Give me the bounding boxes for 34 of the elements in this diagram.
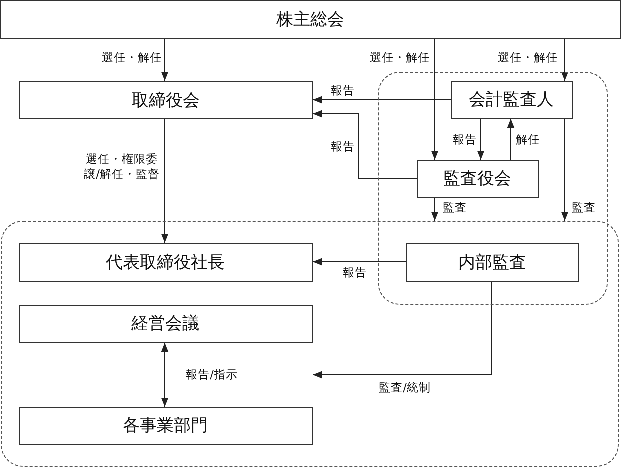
edge-label: 選任・解任 xyxy=(369,50,431,66)
edge-label: 監査 xyxy=(442,200,468,216)
org-box: 経営会議 xyxy=(18,304,313,343)
org-box: 監査役会 xyxy=(416,160,539,198)
arrow xyxy=(312,96,452,104)
org-box: 内部監査 xyxy=(406,243,579,282)
edge-label: 選任・解任 xyxy=(101,50,163,66)
arrow xyxy=(477,118,485,160)
edge-label: 解任 xyxy=(515,132,541,148)
arrow xyxy=(312,282,492,379)
org-box: 株主総会 xyxy=(0,0,621,39)
edge-label: 報告 xyxy=(330,140,356,154)
org-box: 会計監査人 xyxy=(450,80,573,119)
arrow xyxy=(161,118,169,244)
arrow xyxy=(561,118,569,222)
edge-label: 報告 xyxy=(452,132,478,148)
arrow xyxy=(431,38,439,160)
org-box: 代表取締役社長 xyxy=(18,242,313,282)
arrow xyxy=(161,342,169,408)
arrow xyxy=(507,118,515,160)
org-box: 各事業部門 xyxy=(18,406,313,445)
org-box: 取締役会 xyxy=(19,81,313,119)
arrow xyxy=(312,258,406,266)
edge-label: 選任・解任 xyxy=(497,50,559,66)
edge-label: 監査/統制 xyxy=(378,380,432,396)
edge-label: 報告 xyxy=(342,266,368,280)
arrow xyxy=(431,198,439,222)
edge-label: 監査 xyxy=(571,200,597,216)
dashed-region xyxy=(1,221,619,467)
edge-label: 報告 xyxy=(330,84,356,98)
arrow xyxy=(161,38,169,82)
edge-label: 報告/指示 xyxy=(185,368,239,382)
arrow xyxy=(312,110,418,180)
arrow xyxy=(561,38,569,82)
